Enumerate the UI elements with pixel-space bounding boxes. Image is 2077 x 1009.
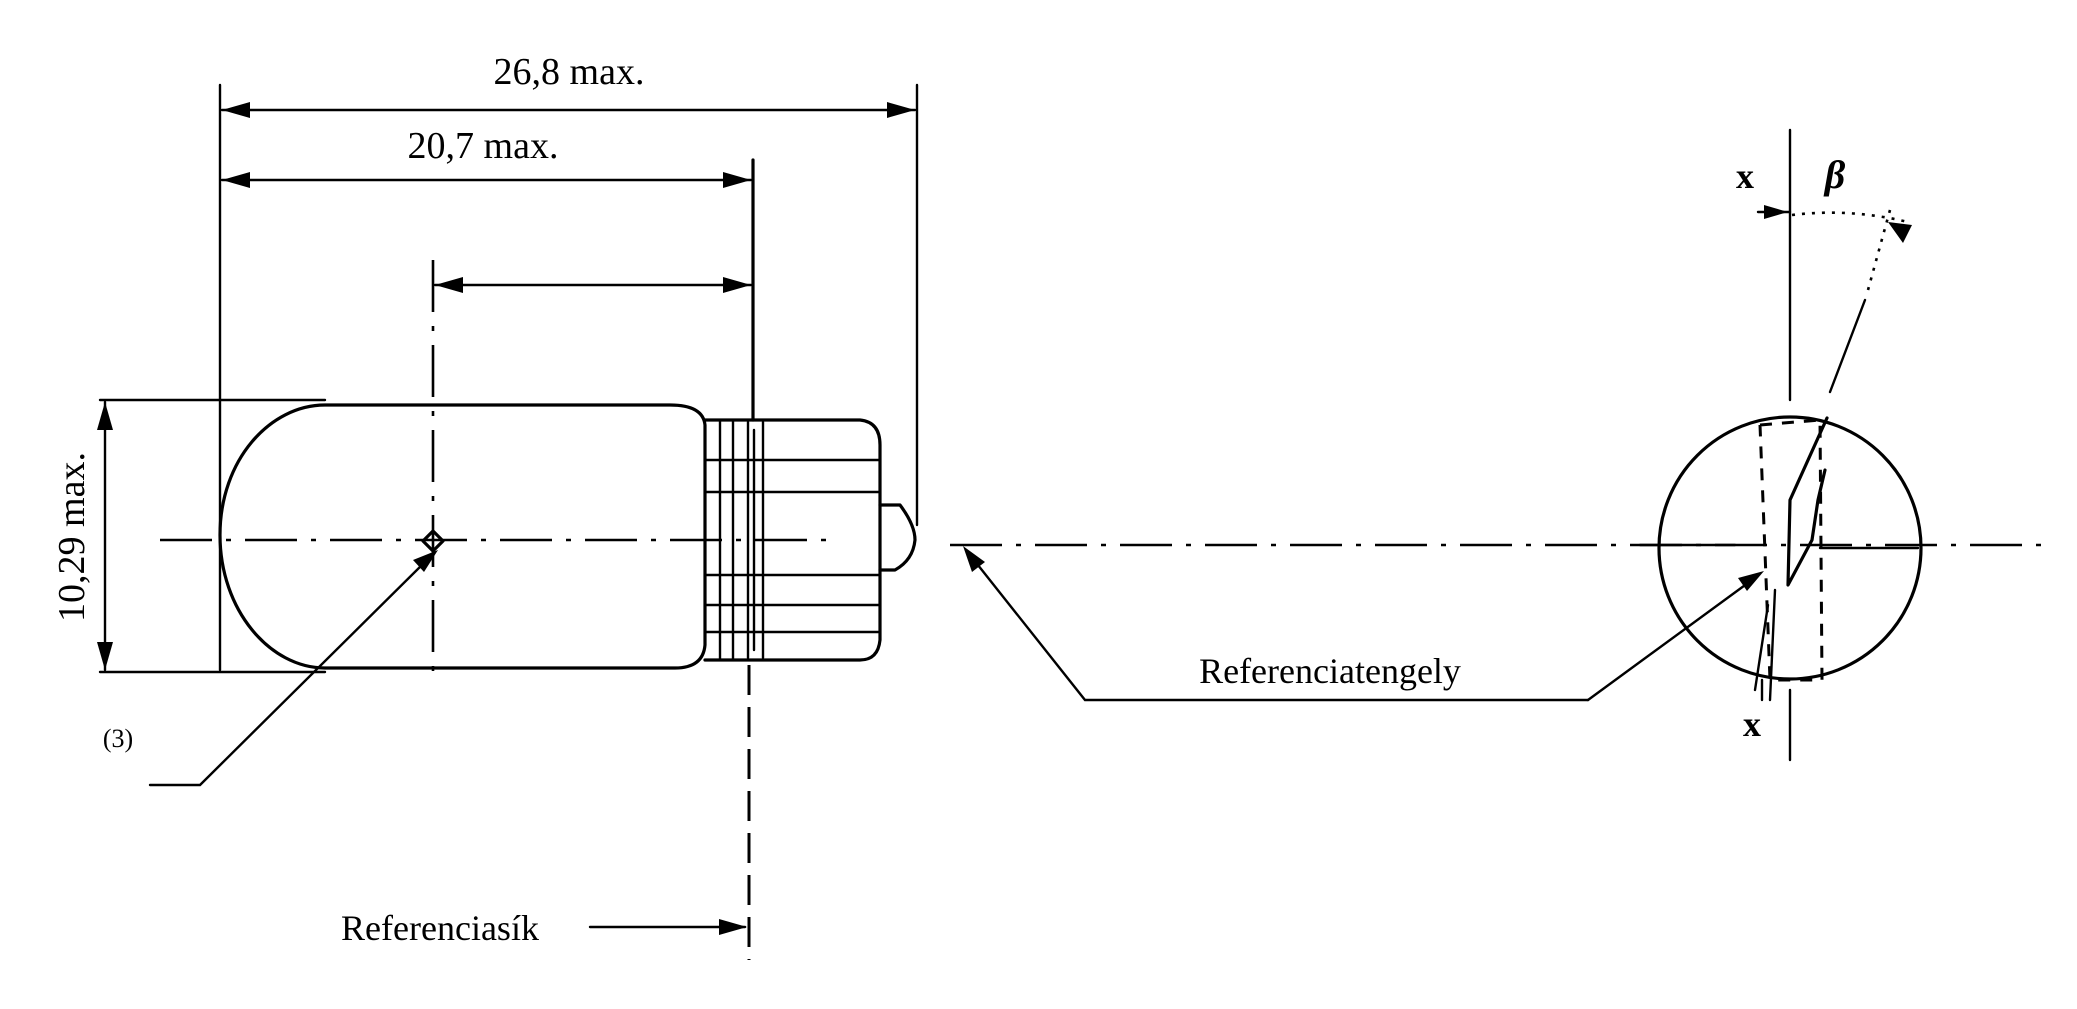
label-reference-axis: Referenciatengely — [1199, 651, 1461, 691]
label-footnote: (3) — [103, 724, 133, 753]
bulb-glass-outline — [218, 403, 707, 670]
label-x-bottom: x — [1743, 704, 1761, 744]
dimension-reference-length — [220, 172, 753, 188]
label-overall-length: 26,8 max. — [494, 51, 645, 93]
reference-axis-leader — [963, 546, 1764, 702]
label-reference-plane: Referenciasík — [341, 908, 539, 948]
beta-angle-arc — [1791, 211, 1909, 224]
filament-tilted — [1786, 416, 1829, 587]
dimension-filament-position — [433, 277, 753, 293]
dimension-overall-length — [220, 102, 917, 118]
bulb-end-view — [1638, 128, 1923, 762]
filament-hidden-outline — [1758, 418, 1824, 682]
footnote-leader — [148, 550, 438, 787]
label-beta: β — [1823, 152, 1846, 197]
dimension-diameter — [97, 400, 113, 672]
label-diameter: 10,29 max. — [51, 452, 93, 622]
bulb-side-view — [218, 403, 917, 670]
end-view-tilted-axis — [1828, 298, 1867, 394]
reference-plane-pointer — [588, 919, 747, 935]
label-reference-length: 20,7 max. — [408, 125, 559, 167]
label-x-top: x — [1736, 156, 1754, 196]
